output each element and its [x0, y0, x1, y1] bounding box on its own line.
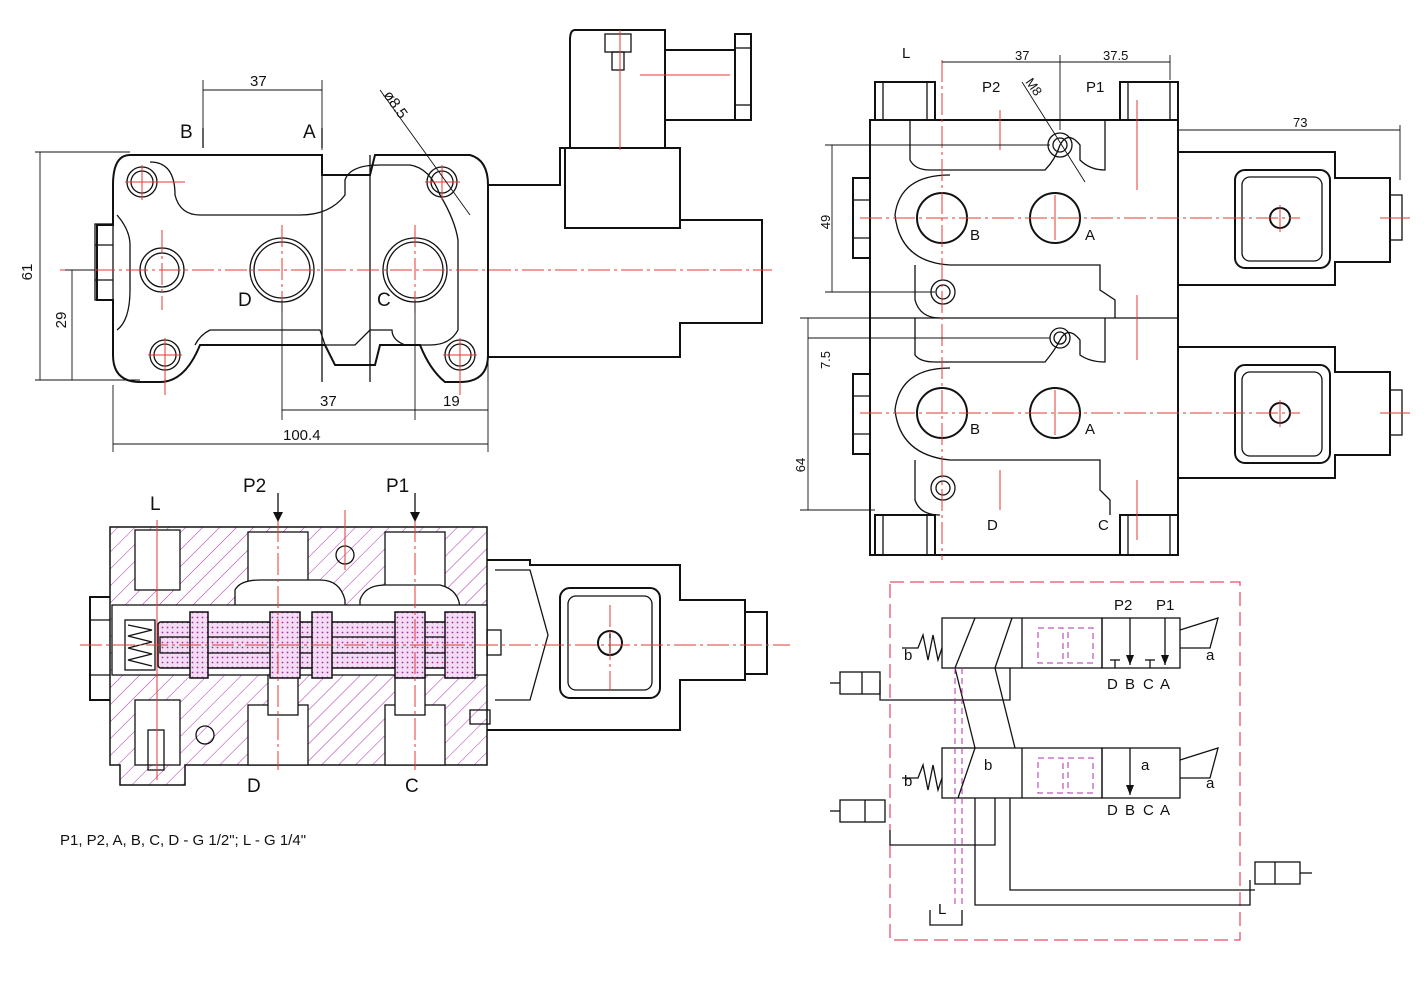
dim-side-coil: 73	[1293, 115, 1307, 130]
side-port-a2-label: A	[1085, 421, 1095, 438]
port-c-label: C	[377, 290, 391, 311]
sch-b-top-label: b	[904, 647, 912, 664]
sch-a-bot-label: a	[1206, 775, 1215, 792]
dim-side-top-left: 37	[1015, 48, 1029, 63]
side-port-p1-label: P1	[1086, 79, 1104, 96]
side-port-b1-label: B	[970, 227, 980, 244]
sch-port-bot-d: D	[1107, 802, 1118, 819]
side-view: 37 37.5 M8 73 49 7.5 64 L P2 P1 B A B A …	[793, 45, 1410, 560]
port-a-label: A	[303, 122, 316, 143]
dim-axis-height: 29	[53, 312, 70, 329]
sch-port-top-c: C	[1143, 676, 1154, 693]
dim-top: 37	[250, 73, 267, 90]
hydraulic-schematic: P2 P1 b a D B C A b b a a D B C A L	[830, 581, 1312, 941]
sch-port-top-d: D	[1107, 676, 1118, 693]
dim-hole: ø8.5	[380, 88, 411, 122]
port-b-label: B	[180, 122, 193, 143]
dim-side-top-right: 37.5	[1103, 48, 1128, 63]
sec-port-p1-label: P1	[386, 476, 409, 497]
dim-bottom: 37	[320, 393, 337, 410]
dim-height: 61	[19, 264, 36, 281]
sec-port-d-label: D	[247, 776, 261, 797]
sch-b-bot2-label: b	[984, 757, 992, 774]
sch-a-top-label: a	[1206, 647, 1215, 664]
sch-p1-label: P1	[1156, 597, 1174, 614]
side-port-p2-label: P2	[982, 79, 1000, 96]
sch-b-bot-label: b	[904, 773, 912, 790]
side-port-d-label: D	[987, 517, 998, 534]
sch-l-label: L	[938, 901, 946, 918]
dim-side-49: 49	[818, 215, 833, 229]
sch-port-bot-b: B	[1125, 802, 1135, 819]
dim-bottom-right: 19	[443, 393, 460, 410]
sec-port-p2-label: P2	[243, 476, 266, 497]
dim-side-64: 64	[793, 458, 808, 472]
dim-side-7-5: 7.5	[818, 351, 833, 369]
sch-p2-label: P2	[1114, 597, 1132, 614]
dim-side-thread: M8	[1023, 75, 1046, 98]
sch-port-top-a: A	[1160, 676, 1170, 693]
port-d-label: D	[238, 290, 252, 311]
side-port-b2-label: B	[970, 421, 980, 438]
sec-port-c-label: C	[405, 776, 419, 797]
dim-overall: 100.4	[283, 427, 321, 444]
sec-port-l-label: L	[150, 494, 161, 515]
sch-port-bot-a: A	[1160, 802, 1170, 819]
front-view: 37 ø8.5 61 29 37 19 100.4 B A D C	[19, 29, 772, 452]
sch-port-bot-c: C	[1143, 802, 1154, 819]
side-port-l-label: L	[902, 45, 910, 62]
sch-port-top-b: B	[1125, 676, 1135, 693]
thread-note: P1, P2, A, B, C, D - G 1/2"; L - G 1/4"	[60, 832, 307, 849]
side-port-a1-label: A	[1085, 227, 1095, 244]
side-port-c-label: C	[1098, 517, 1109, 534]
section-view: L P2 P1 D C	[80, 476, 790, 797]
sch-a-mid-label: a	[1141, 757, 1150, 774]
